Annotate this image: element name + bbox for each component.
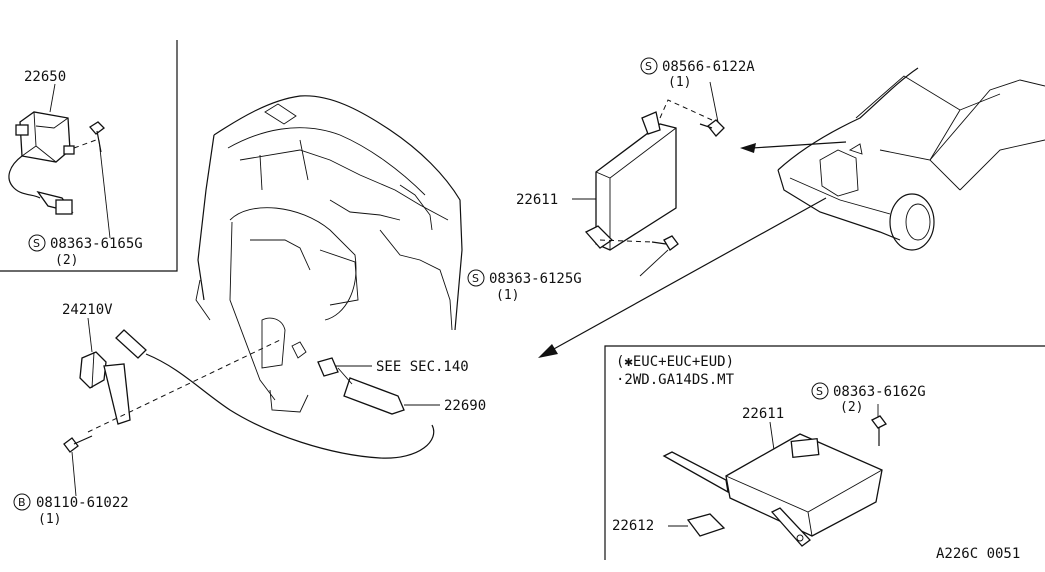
bolt-prefix-top-left: S xyxy=(33,237,40,250)
leader-22611-inset xyxy=(769,421,775,451)
bolt-s-badge-bottom-right xyxy=(811,382,829,400)
bolt-number-b: 08110-61022 xyxy=(36,495,129,511)
part-label-22650: 22650 xyxy=(24,69,66,85)
leader-22650 xyxy=(49,83,56,113)
bolt-prefix-top-right: S xyxy=(645,60,652,73)
drawing-code: A226C 0051 xyxy=(936,546,1020,562)
leader-bolt-mid xyxy=(639,249,669,277)
inset-top-left: 22650 S 08363-6165G (2) xyxy=(0,40,178,272)
ecu-unit-inset-drawing xyxy=(662,433,883,547)
part-label-22611-main: 22611 xyxy=(516,192,558,208)
bolt-s-badge-mid xyxy=(467,269,485,287)
bolt-s-badge-top-left xyxy=(28,234,46,252)
inset-border-bottom-right xyxy=(604,345,1045,560)
bolt-qty-top-left: (2) xyxy=(55,253,78,268)
bolt-prefix-b: B xyxy=(18,496,26,509)
sensor-22650-drawing xyxy=(8,111,75,215)
bolt-08566-6122a-drawing xyxy=(659,99,725,137)
arrow-to-inset xyxy=(538,197,827,358)
bolt-prefix-mid: S xyxy=(472,272,479,285)
bracket-24210v-drawing xyxy=(79,351,131,425)
part-label-22690: 22690 xyxy=(444,398,486,414)
bolt-b-badge xyxy=(13,493,31,511)
part-label-22612: 22612 xyxy=(612,518,654,534)
bolt-08363-6125g-drawing xyxy=(599,235,679,251)
part-label-22611-inset: 22611 xyxy=(742,406,784,422)
inset-border-top-left xyxy=(0,40,178,272)
leader-bolt-b xyxy=(71,451,77,497)
bolt-number-mid: 08363-6125G xyxy=(489,271,582,287)
condition-line-1: (✱EUC+EUC+EUD) xyxy=(616,354,734,370)
part-label-24210v: 24210V xyxy=(62,302,113,318)
bolt-number-top-right: 08566-6122A xyxy=(662,59,755,75)
bolt-number-top-left: 08363-6165G xyxy=(50,236,143,252)
bolt-s-badge-top-right xyxy=(640,57,658,75)
bolt-qty-b: (1) xyxy=(38,512,61,527)
car-drawing xyxy=(777,67,1045,251)
engine-drawing xyxy=(195,95,463,413)
see-section-note: SEE SEC.140 xyxy=(376,359,469,375)
bolt-qty-bottom-right: (2) xyxy=(840,400,863,415)
inset-bottom-right: (✱EUC+EUC+EUD) ·2WD.GA14DS.MT S 08363-61… xyxy=(604,345,1045,560)
bolt-08110-61022-drawing xyxy=(63,435,93,453)
bolt-08363-6162g-drawing xyxy=(871,415,887,446)
condition-line-2: ·2WD.GA14DS.MT xyxy=(616,372,735,388)
bolt-qty-mid: (1) xyxy=(496,288,519,303)
bolt-number-bottom-right: 08363-6162G xyxy=(833,384,926,400)
sensor-cable xyxy=(145,353,435,459)
bolt-prefix-bottom-right: S xyxy=(816,385,823,398)
ecu-unit-drawing xyxy=(584,111,677,251)
bolt-qty-top-right: (1) xyxy=(668,75,691,90)
leader-bolt-top-left xyxy=(98,139,111,239)
leader-bolt-top-right xyxy=(709,81,719,123)
bracket-22612-drawing xyxy=(686,513,726,537)
sensor-22690-drawing xyxy=(317,357,440,415)
sensor-plug-drawing xyxy=(115,329,147,359)
arrow-to-ecu xyxy=(740,141,847,153)
leader-24210v xyxy=(87,317,93,353)
